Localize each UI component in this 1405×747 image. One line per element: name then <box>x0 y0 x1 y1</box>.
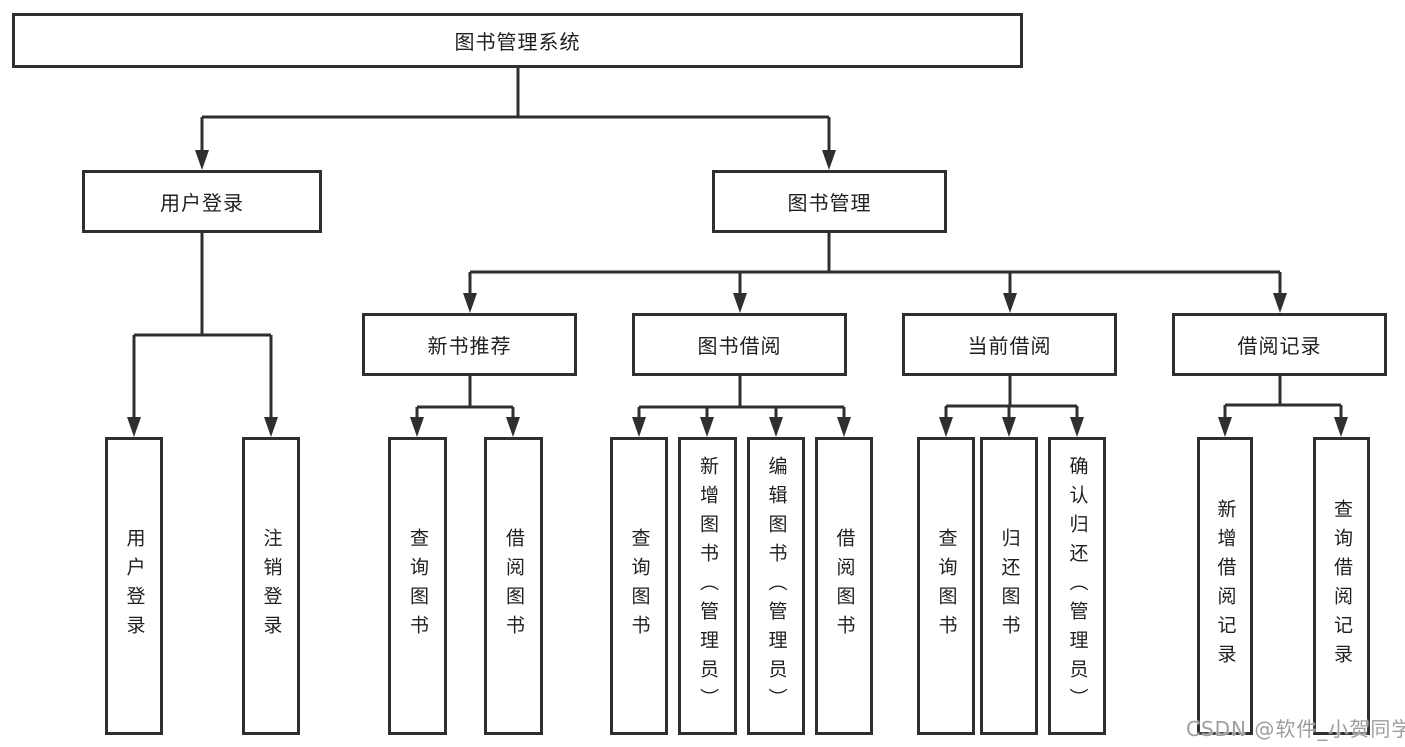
leaf-bb-query-book: 查询图书 <box>610 437 668 735</box>
node-new-book-rec: 新书推荐 <box>362 313 577 376</box>
arrowhead <box>127 417 141 437</box>
arrowhead <box>822 150 836 170</box>
arrowhead <box>1003 293 1017 313</box>
connector-book-borrow-to-leaves <box>637 376 846 420</box>
connector-user-login-to-leaves <box>132 233 273 420</box>
node-borrow-records: 借阅记录 <box>1172 313 1387 376</box>
leaf-bb-borrow-book: 借阅图书 <box>815 437 873 735</box>
arrowhead <box>1334 417 1348 437</box>
leaf-cb-return-book: 归还图书 <box>980 437 1038 735</box>
leaf-br-add-record: 新增借阅记录 <box>1197 437 1253 735</box>
arrowhead <box>769 417 783 437</box>
arrowhead <box>1273 293 1287 313</box>
leaf-br-query-record: 查询借阅记录 <box>1313 437 1370 735</box>
connector-new-book-rec-to-leaves <box>415 376 515 420</box>
leaf-bb-edit-book-admin: 编辑图书（管理员） <box>747 437 805 735</box>
connector-root-to-level2 <box>200 68 831 152</box>
leaf-cb-confirm-return-admin: 确认归还（管理员） <box>1048 437 1106 735</box>
node-root: 图书管理系统 <box>12 13 1023 68</box>
arrowhead <box>463 293 477 313</box>
connector-current-borrow-to-leaves <box>944 376 1079 420</box>
arrowhead <box>837 417 851 437</box>
connector-book-mgmt-to-level3 <box>468 233 1282 296</box>
node-book-mgmt: 图书管理 <box>712 170 947 233</box>
leaf-nb-query-book: 查询图书 <box>388 437 447 735</box>
connector-borrow-records-to-leaves <box>1223 376 1343 420</box>
arrowhead <box>264 417 278 437</box>
arrowhead <box>1002 417 1016 437</box>
arrowhead <box>1218 417 1232 437</box>
leaf-cb-query-book: 查询图书 <box>917 437 975 735</box>
arrowhead <box>939 417 953 437</box>
watermark: CSDN @软件_小贺同学 <box>1186 717 1405 741</box>
arrowhead <box>1070 417 1084 437</box>
arrowhead <box>410 417 424 437</box>
arrowhead <box>195 150 209 170</box>
leaf-user-login: 用户登录 <box>105 437 163 735</box>
arrowhead <box>632 417 646 437</box>
node-book-borrow: 图书借阅 <box>632 313 847 376</box>
node-current-borrow: 当前借阅 <box>902 313 1117 376</box>
leaf-bb-add-book-admin: 新增图书（管理员） <box>678 437 737 735</box>
node-user-login: 用户登录 <box>82 170 322 233</box>
leaf-logout: 注销登录 <box>242 437 300 735</box>
arrowhead <box>733 293 747 313</box>
arrowhead <box>700 417 714 437</box>
leaf-nb-borrow-book: 借阅图书 <box>484 437 543 735</box>
arrowhead <box>506 417 520 437</box>
